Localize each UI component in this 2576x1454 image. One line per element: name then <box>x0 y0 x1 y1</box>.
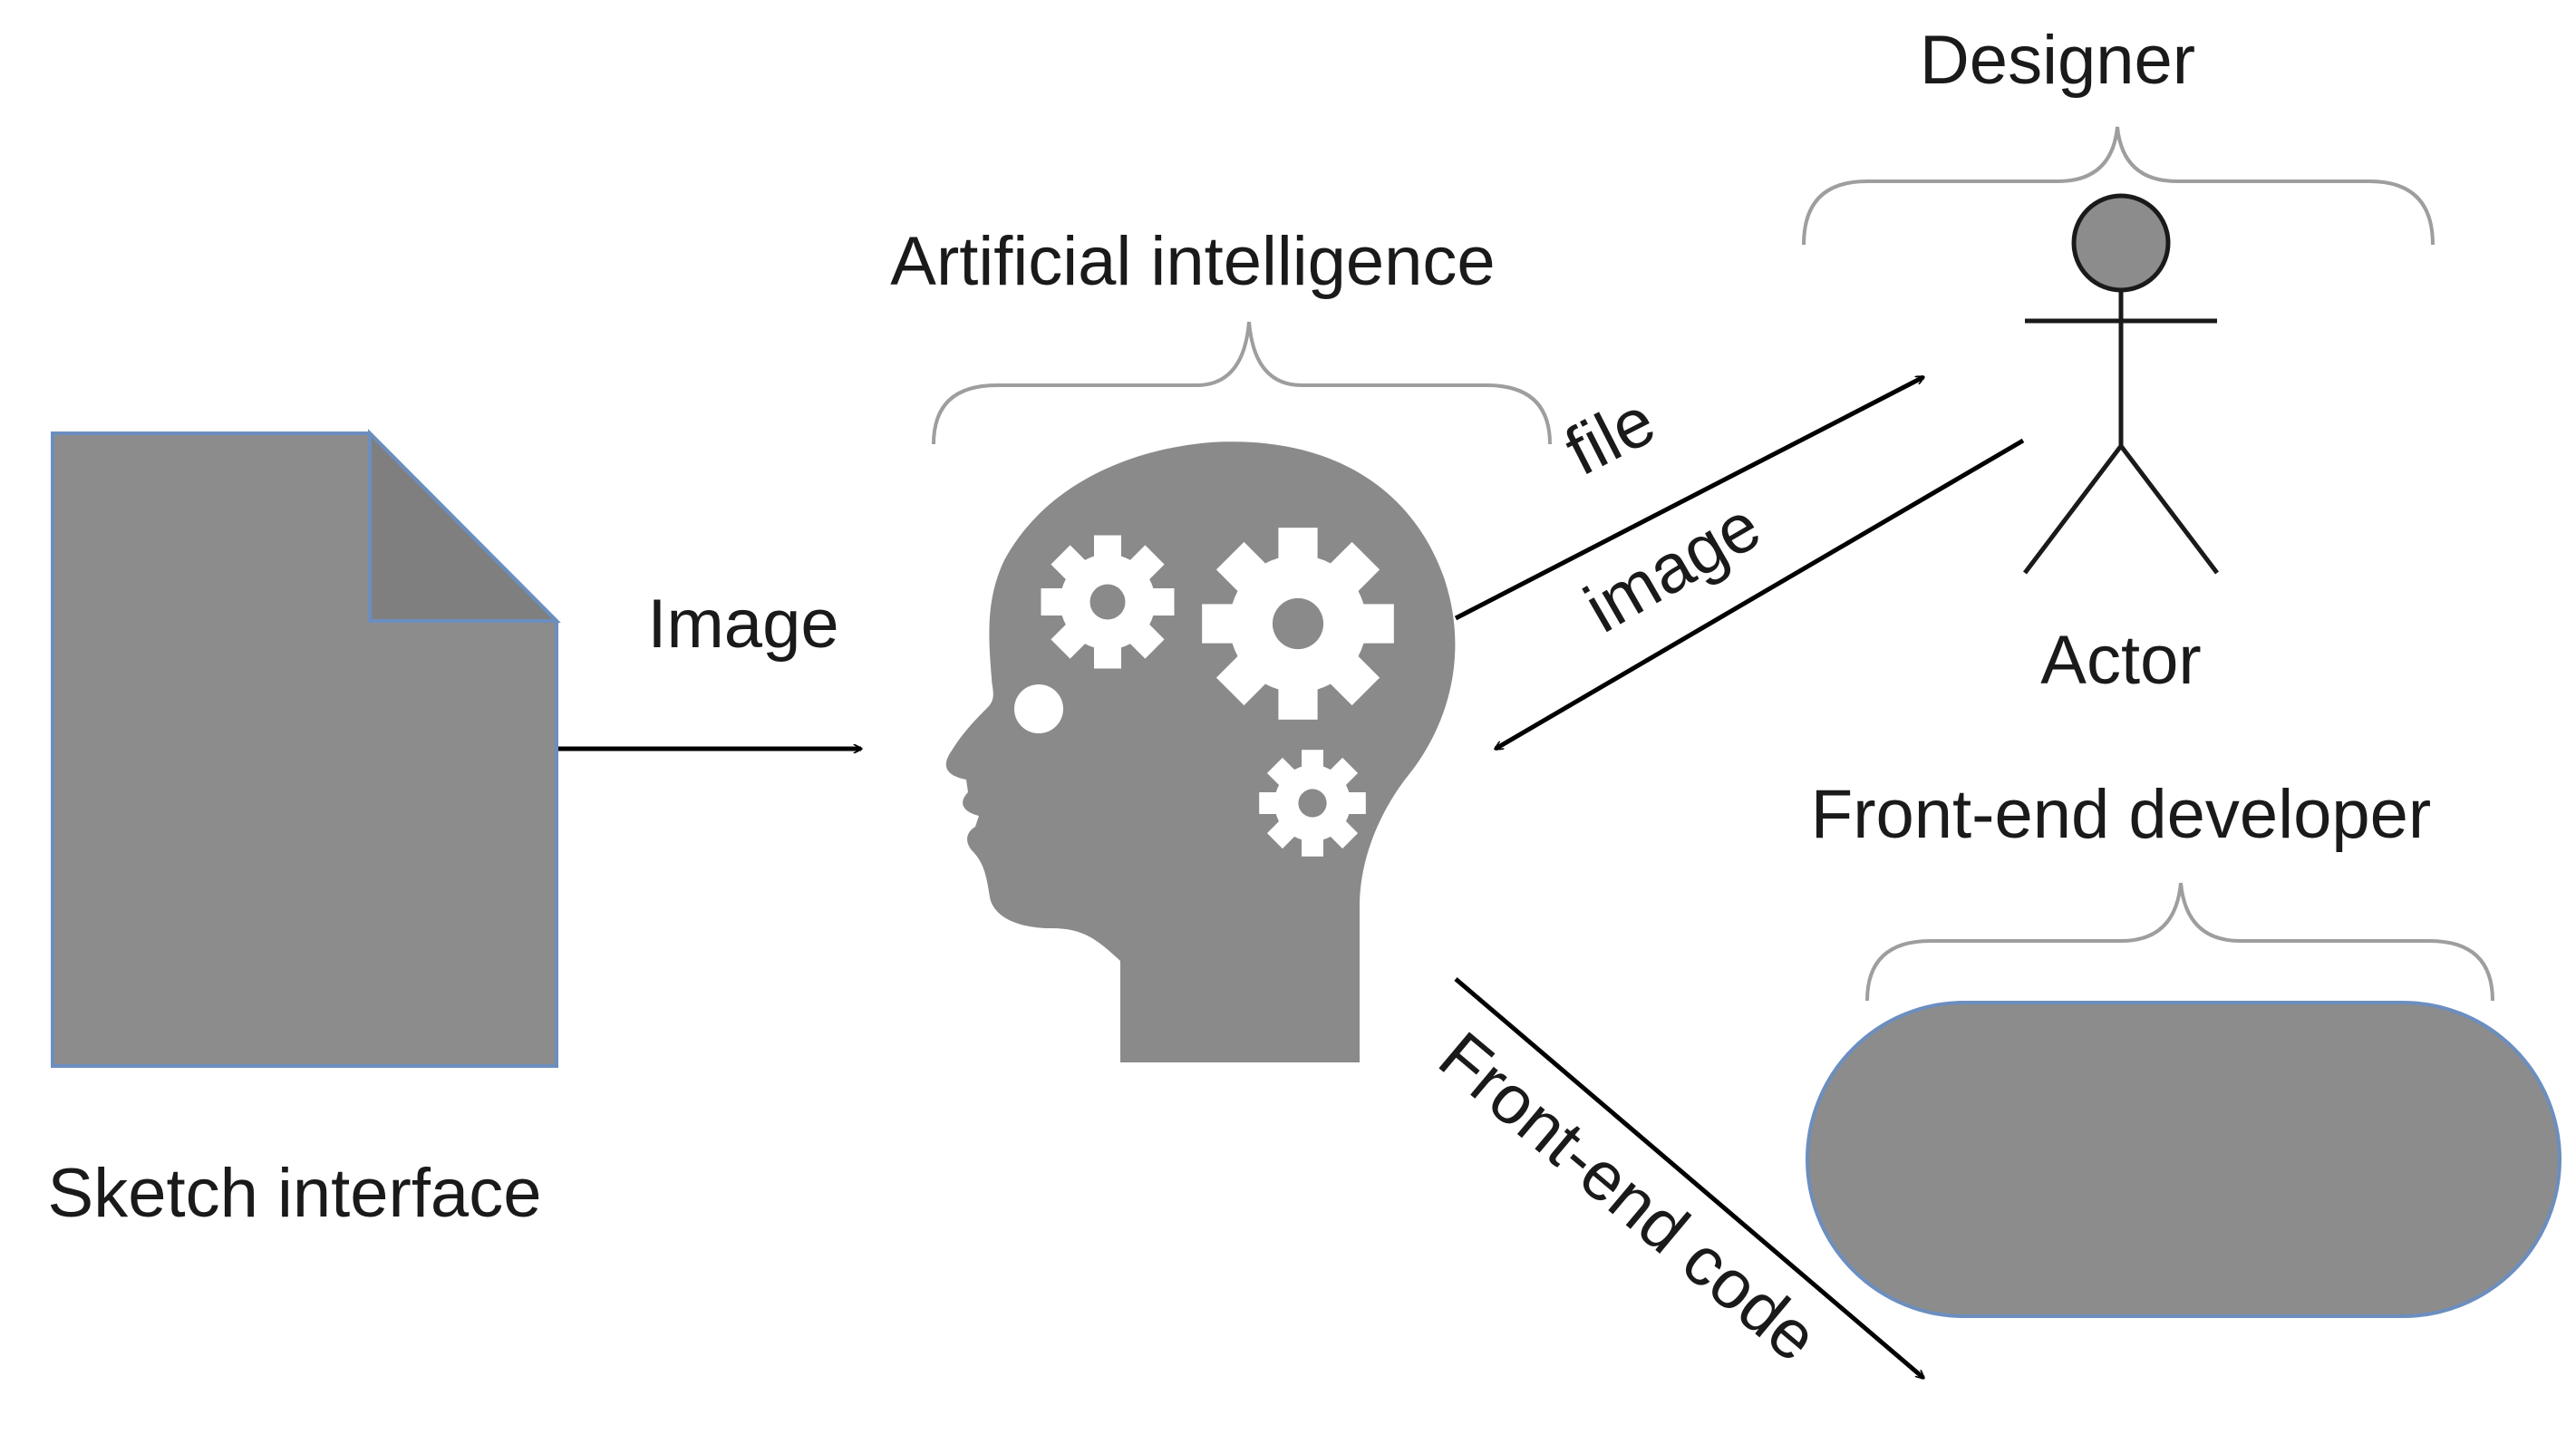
designer-brace <box>1802 126 2435 246</box>
frontend-developer-shape <box>1806 1001 2561 1318</box>
ai-head-icon <box>945 441 1456 1062</box>
image-arrow-label: Image <box>647 586 838 663</box>
sketch-document-icon <box>51 429 561 1068</box>
image-return-arrow <box>1496 438 2025 751</box>
frontend-code-label: Front-end code <box>1425 1017 1832 1376</box>
frontend-developer-brace <box>1865 882 2494 1002</box>
frontend-developer-label: Front-end developer <box>1811 776 2431 853</box>
ai-brace <box>932 321 1552 445</box>
sketch-interface-label: Sketch interface <box>48 1155 542 1232</box>
actor-label: Actor <box>2040 622 2201 699</box>
frontend-code-arrow <box>1454 977 1923 1378</box>
actor-icon <box>2023 193 2219 575</box>
designer-label: Designer <box>1920 22 2195 99</box>
file-arrow-label: file <box>1554 382 1667 490</box>
file-arrow <box>1454 374 1923 621</box>
ai-label: Artificial intelligence <box>890 223 1495 300</box>
image-return-label: image <box>1572 487 1773 647</box>
